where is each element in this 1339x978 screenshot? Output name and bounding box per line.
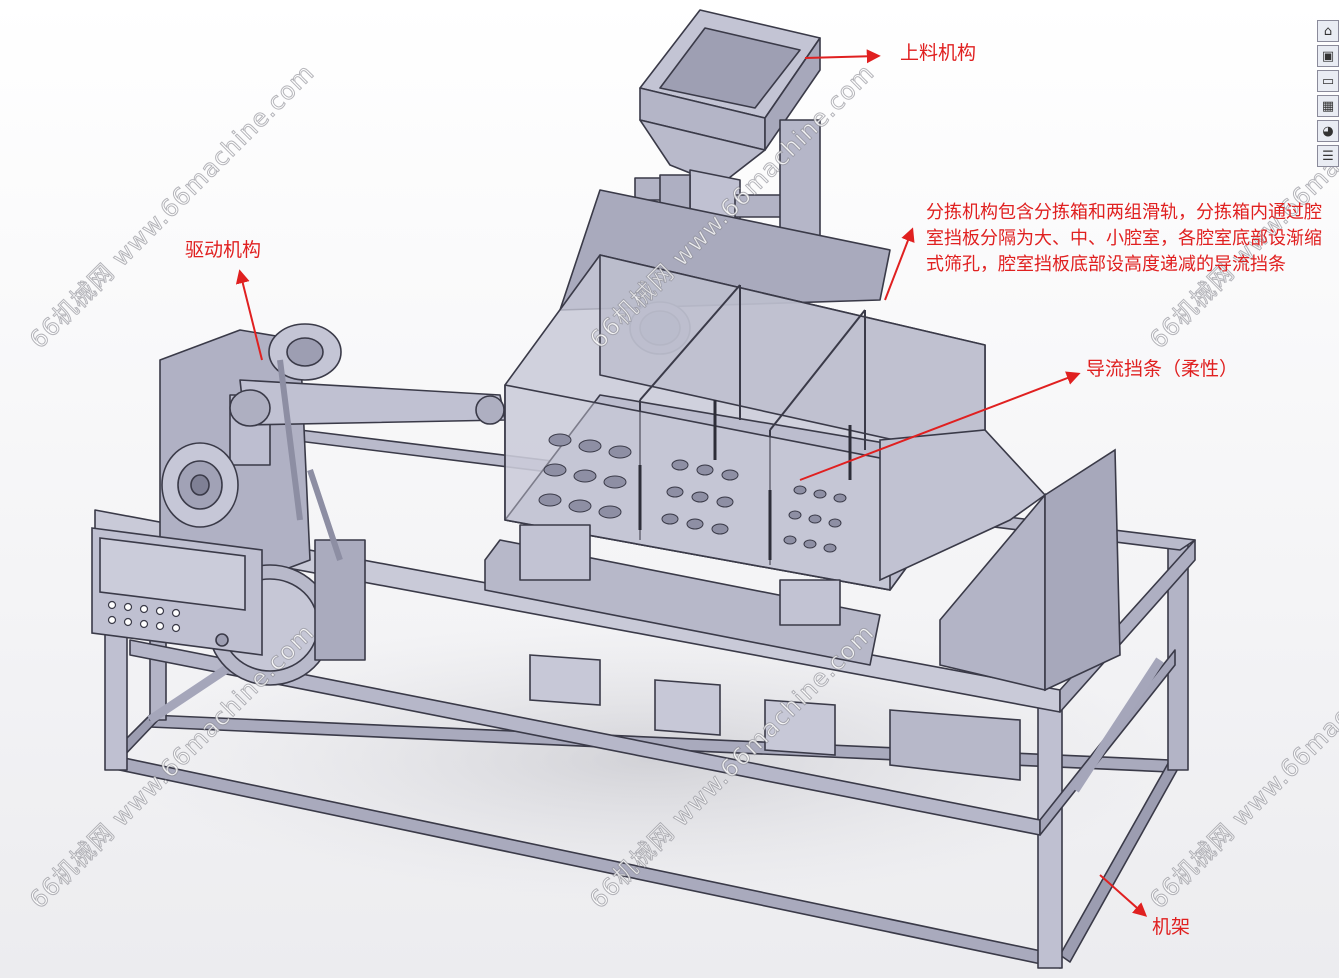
sieve-holes (538, 433, 847, 553)
appearance-icon[interactable]: ◕ (1317, 120, 1339, 142)
sorting-box (504, 254, 986, 591)
collection-tray (879, 429, 1121, 692)
deflector-strips (638, 400, 852, 560)
annotation-arrows (235, 49, 1148, 917)
label-feeding-mechanism: 上料机构 (900, 42, 977, 64)
home-icon[interactable]: ⌂ (1317, 20, 1339, 42)
slide-rails (484, 524, 881, 666)
view-toolbar: ⌂ ▣ ▭ ▦ ◕ ☰ (1317, 20, 1339, 170)
label-sorting-mechanism: 分拣机构包含分拣箱和两组滑轨，分拣箱内通过腔室挡板分隔为大、中、小腔室，各腔室底… (926, 202, 1322, 275)
label-frame: 机架 (1152, 916, 1191, 938)
floor-shadow (130, 620, 1170, 900)
label-deflector-strip: 导流挡条（柔性） (1086, 358, 1239, 380)
display-icon[interactable]: ▦ (1317, 95, 1339, 117)
folder-icon[interactable]: ▭ (1317, 70, 1339, 92)
discharge-chutes (529, 654, 1021, 781)
drive-mechanism (159, 323, 506, 686)
view-cube-icon[interactable]: ▣ (1317, 45, 1339, 67)
label-drive-mechanism: 驱动机构 (185, 239, 262, 261)
control-panel (91, 527, 263, 656)
properties-icon[interactable]: ☰ (1317, 145, 1339, 167)
